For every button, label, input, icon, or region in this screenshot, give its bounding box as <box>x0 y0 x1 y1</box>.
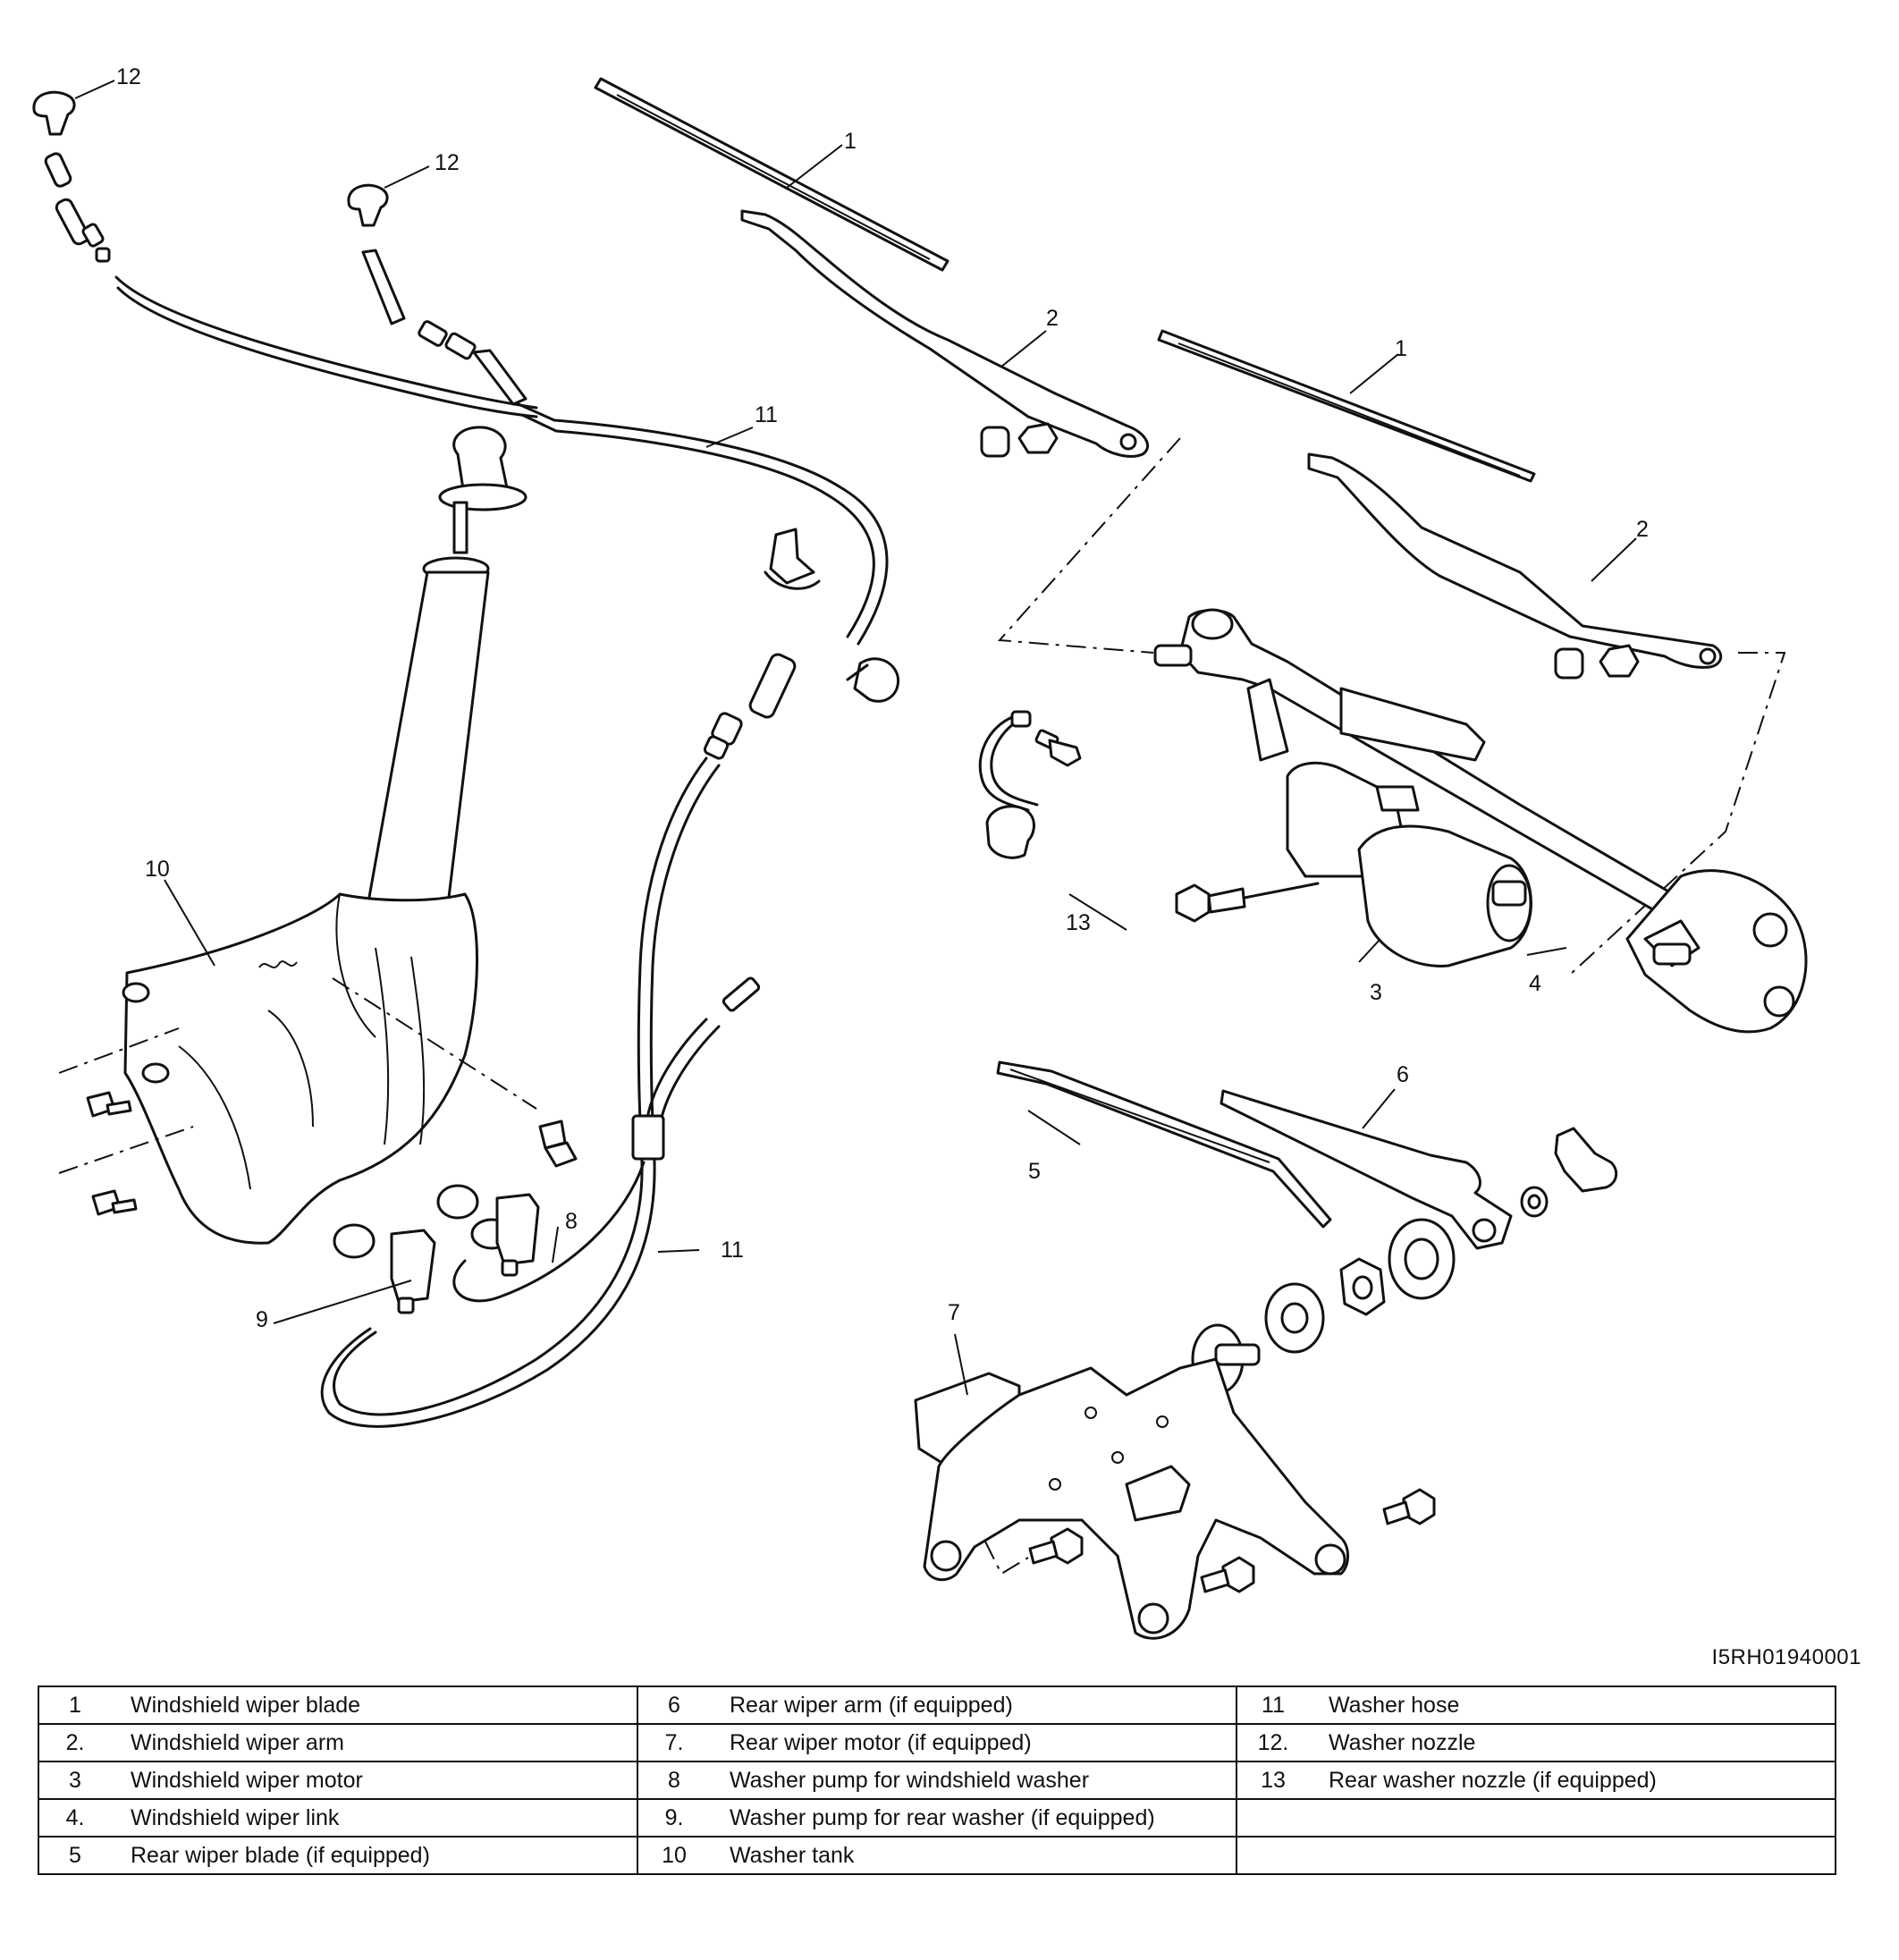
callout-13: 13 <box>1066 910 1091 935</box>
legend-item-label: Rear wiper motor (if equipped) <box>730 1729 1032 1755</box>
legend-row: 5 Rear wiper blade (if equipped) 10 Washer … <box>38 1836 1836 1875</box>
link-leader-left <box>997 437 1181 654</box>
legend-item-label: Rear wiper arm (if equipped) <box>730 1692 1013 1718</box>
washer-tank <box>58 426 537 1245</box>
callout-10: 10 <box>145 857 170 882</box>
legend-item-number: 7. <box>664 1729 684 1755</box>
rear-wiper-hardware <box>1264 1127 1618 1354</box>
wiper-blade-left <box>594 77 950 272</box>
legend-item-label: Windshield wiper link <box>131 1804 340 1830</box>
legend-item-label: Rear washer nozzle (if equipped) <box>1329 1767 1657 1793</box>
rear-wiper-motor <box>914 1323 1349 1640</box>
washer-hose-rear <box>320 756 761 1428</box>
figure-code: I5RH01940001 <box>1711 1645 1861 1669</box>
legend-item-label: Washer nozzle <box>1329 1729 1476 1755</box>
legend-item-number: 13 <box>1261 1767 1286 1793</box>
exploded-parts-diagram: 12 12 1 2 1 2 11 10 13 3 4 5 6 7 8 9 11 <box>32 64 1808 1640</box>
callout-4: 4 <box>1529 971 1541 996</box>
rear-wiper-blade <box>996 1060 1332 1229</box>
rear-washer-nozzle <box>978 710 1082 859</box>
callout-numbers: 12 12 1 2 1 2 11 10 13 3 4 5 6 7 8 9 11 <box>116 64 1649 1332</box>
legend-cell: 1 Windshield wiper blade <box>38 1685 638 1725</box>
legend-item-label: Windshield wiper motor <box>131 1767 363 1793</box>
wiper-motor-bolt <box>1175 882 1320 923</box>
callout-11-upper: 11 <box>755 402 778 427</box>
callout-11-lower: 11 <box>721 1238 744 1263</box>
legend-cell: 3 Windshield wiper motor <box>38 1761 638 1800</box>
callout-3: 3 <box>1370 980 1382 1005</box>
legend-item-number: 2. <box>65 1729 85 1755</box>
legend-item-label: Washer pump for rear washer (if equipped… <box>730 1804 1155 1830</box>
legend-cell: 11 Washer hose <box>1236 1685 1836 1725</box>
wiper-motor <box>1286 761 1532 967</box>
legend-row: 1 Windshield wiper blade 6 Rear wiper arm (… <box>38 1685 1836 1725</box>
legend-item-label: Windshield wiper arm <box>131 1729 344 1755</box>
legend-cell <box>1236 1798 1836 1838</box>
legend-cell: 6 Rear wiper arm (if equipped) <box>637 1685 1237 1725</box>
legend-item-number: 8 <box>668 1767 680 1793</box>
callout-9: 9 <box>256 1307 268 1332</box>
rear-wiper-arm <box>1220 1089 1513 1250</box>
washer-hose-front <box>114 275 889 760</box>
callout-2-right: 2 <box>1636 517 1649 542</box>
hose-clip-upper <box>764 528 821 590</box>
leader-lines <box>74 80 1637 1396</box>
legend-item-number: 1 <box>69 1692 81 1718</box>
legend-row: 3 Windshield wiper motor 8 Washer pump for … <box>38 1761 1836 1800</box>
legend-cell: 2. Windshield wiper arm <box>38 1723 638 1762</box>
callout-1-left: 1 <box>844 129 857 154</box>
legend-cell: 8 Washer pump for windshield washer <box>637 1761 1237 1800</box>
parts-legend-table: 1 Windshield wiper blade 6 Rear wiper arm (… <box>38 1685 1836 1875</box>
legend-item-number: 5 <box>69 1842 81 1868</box>
legend-item-label: Washer pump for windshield washer <box>730 1767 1090 1793</box>
wiper-arm-right <box>1307 452 1723 680</box>
legend-item-number: 12. <box>1257 1729 1289 1755</box>
legend-item-number: 10 <box>662 1842 687 1868</box>
callout-12-center: 12 <box>435 150 460 175</box>
legend-cell: 4. Windshield wiper link <box>38 1798 638 1838</box>
legend-cell: 10 Washer tank <box>637 1836 1237 1875</box>
washer-pump-windshield <box>436 1184 540 1277</box>
wiper-arm-left <box>740 209 1149 458</box>
legend-item-label: Windshield wiper blade <box>131 1692 361 1718</box>
washer-nozzle-center <box>347 183 528 406</box>
hose-clip-lower <box>846 657 900 703</box>
legend-item-number: 11 <box>1262 1692 1285 1718</box>
legend-cell: 9. Washer pump for rear washer (if equipp… <box>637 1798 1237 1838</box>
callout-2-left: 2 <box>1046 306 1059 331</box>
wiper-blade-right <box>1157 329 1536 483</box>
legend-cell: 7. Rear wiper motor (if equipped) <box>637 1723 1237 1762</box>
legend-cell: 12. Washer nozzle <box>1236 1723 1836 1762</box>
washer-nozzle-left <box>32 90 111 263</box>
legend-row: 4. Windshield wiper link 9. Washer pump for… <box>38 1798 1836 1838</box>
callout-1-right: 1 <box>1395 336 1407 361</box>
legend-item-number: 9. <box>664 1804 684 1830</box>
callout-7: 7 <box>948 1300 960 1325</box>
wiper-link <box>1153 608 1808 1034</box>
callout-8: 8 <box>565 1209 578 1234</box>
tank-bolts <box>86 1091 578 1216</box>
callout-5: 5 <box>1028 1159 1041 1184</box>
legend-item-label: Washer hose <box>1329 1692 1460 1718</box>
rear-motor-bolts <box>984 1488 1436 1593</box>
legend-item-number: 6 <box>668 1692 680 1718</box>
legend-item-label: Rear wiper blade (if equipped) <box>131 1842 430 1868</box>
legend-item-number: 3 <box>69 1767 81 1793</box>
legend-item-label: Washer tank <box>730 1842 855 1868</box>
legend-item-number: 4. <box>65 1804 85 1830</box>
legend-cell: 13 Rear washer nozzle (if equipped) <box>1236 1761 1836 1800</box>
callout-6: 6 <box>1397 1062 1409 1087</box>
legend-cell <box>1236 1836 1836 1875</box>
legend-row: 2. Windshield wiper arm 7. Rear wiper motor… <box>38 1723 1836 1762</box>
legend-cell: 5 Rear wiper blade (if equipped) <box>38 1836 638 1875</box>
callout-12-left: 12 <box>116 64 141 89</box>
